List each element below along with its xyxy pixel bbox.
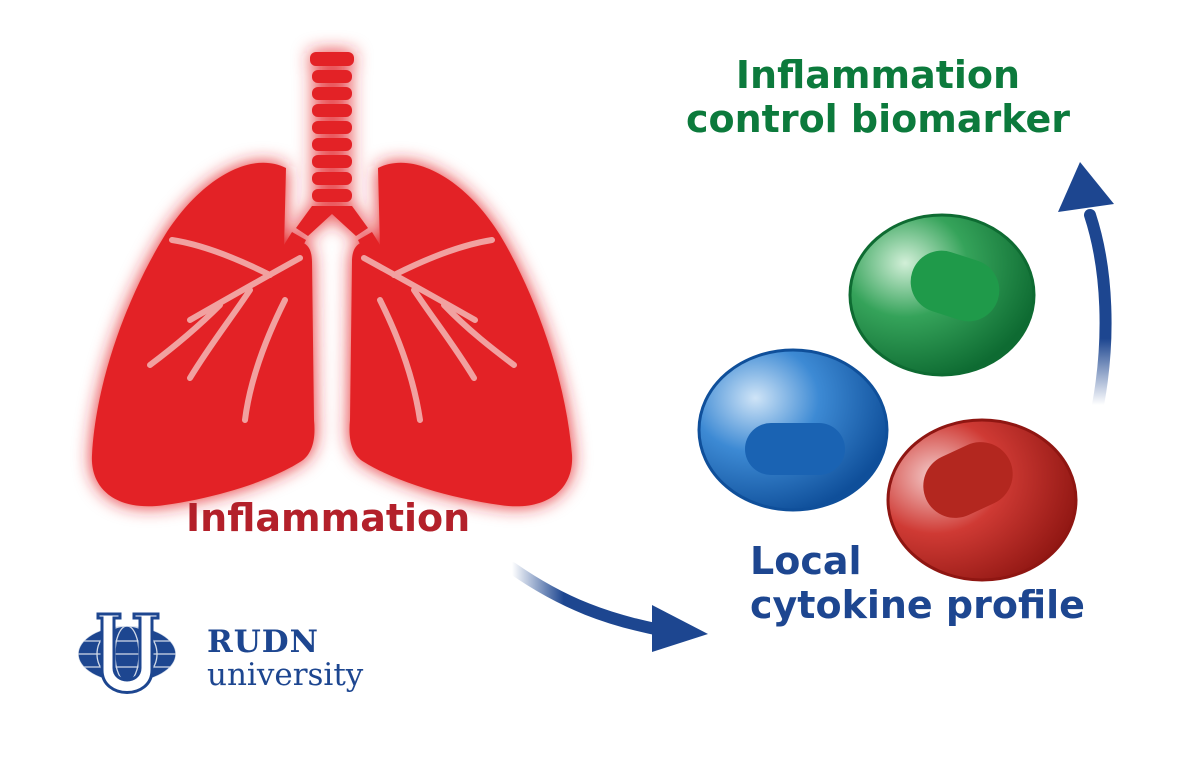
blue-cell	[697, 348, 889, 512]
biomarker-label-line2: control biomarker	[685, 96, 1071, 141]
logo-name: RUDN	[207, 624, 320, 660]
inflammation-label-text: Inflammation	[186, 496, 471, 540]
arrow-to-cytokine	[506, 562, 708, 652]
arrow-to-biomarker	[1058, 162, 1114, 411]
cytokine-label: Local cytokine profile	[750, 539, 1085, 627]
right-lung	[349, 162, 573, 507]
biomarker-label-line1: Inflammation	[735, 53, 1021, 97]
trachea	[282, 52, 382, 256]
red-cell	[886, 418, 1078, 582]
biomarker-label: Inflammation control biomarker	[668, 53, 1088, 141]
bronchi	[147, 237, 517, 423]
left-lung	[91, 162, 315, 507]
logo-subtitle: university	[207, 656, 364, 693]
inflammation-label: Inflammation	[186, 496, 471, 541]
cytokine-label-line2: cytokine profile	[750, 582, 1085, 627]
rudn-logo-text: RUDN university	[207, 626, 363, 691]
rudn-logo-emblem	[77, 612, 177, 694]
green-cell	[848, 213, 1036, 377]
cytokine-label-line1: Local	[750, 539, 862, 583]
lungs-illustration	[91, 52, 573, 507]
